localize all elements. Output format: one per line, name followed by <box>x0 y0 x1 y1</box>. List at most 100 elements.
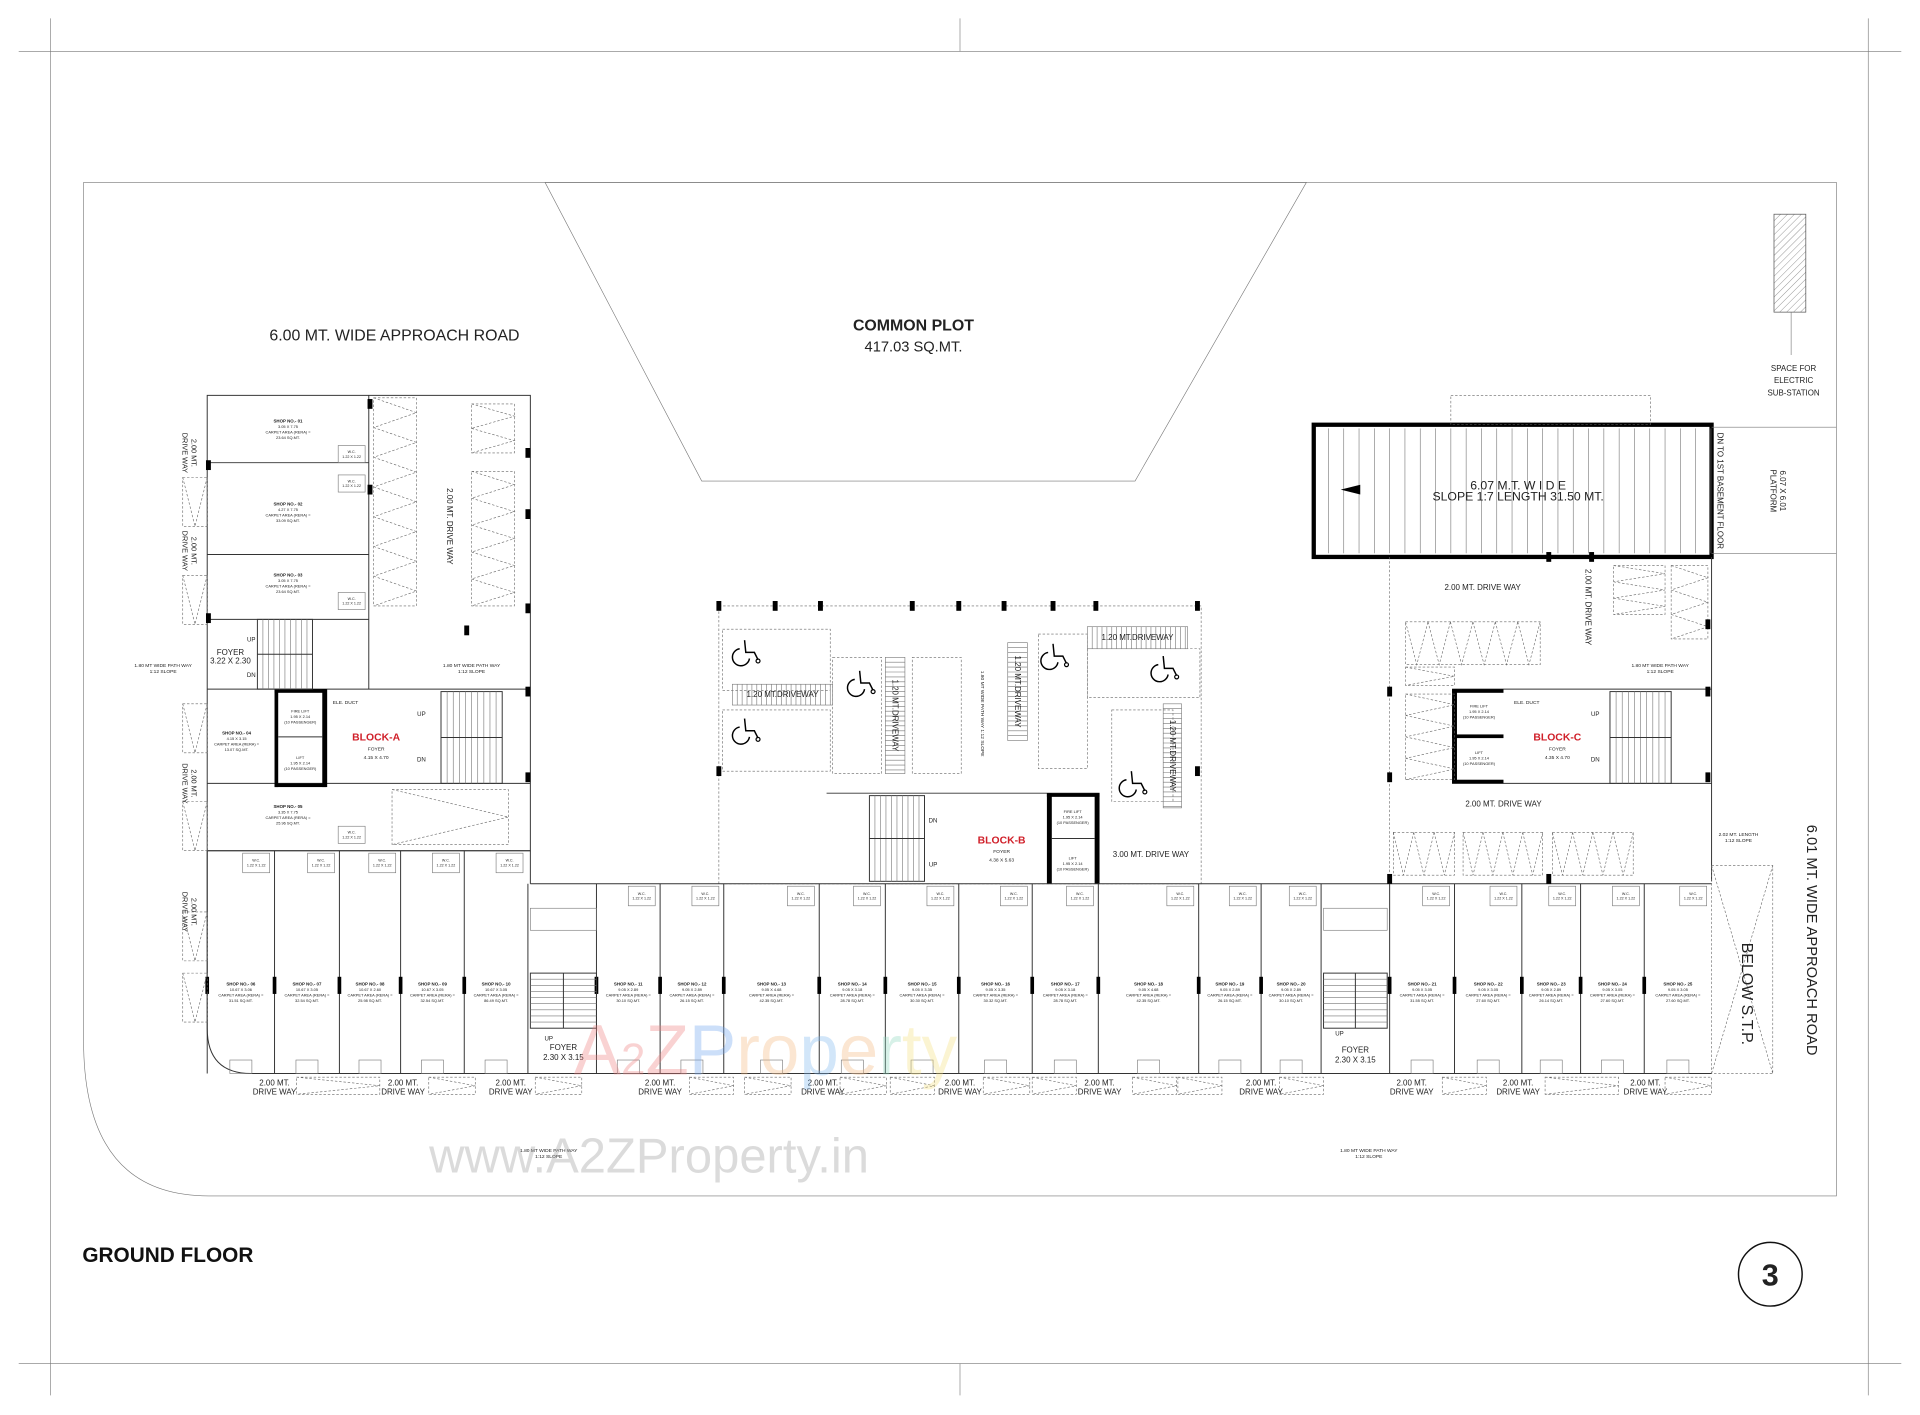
shop-door <box>1218 1059 1242 1074</box>
svg-text:2.00 MT.: 2.00 MT. <box>189 898 198 926</box>
path-way-c-slope: 1:12 SLOPE <box>1647 669 1675 675</box>
shop-number: SHOP NO.- 25 <box>1663 981 1693 986</box>
page-number-circle <box>1737 1241 1803 1307</box>
shop-number: SHOP NO.- 19 <box>1215 981 1245 986</box>
wc-size: 1.22 X 1.22 <box>342 455 361 459</box>
shop-number: SHOP NO.- 01 <box>274 418 304 423</box>
column <box>818 601 823 611</box>
accessible-parking-bay <box>722 628 831 691</box>
column <box>721 976 726 994</box>
path-way-c: 1.80 MT WIDE PATH WAY <box>1631 663 1689 669</box>
wc-size: 1.22 X 1.22 <box>1684 897 1703 901</box>
shop-dimensions: 9.05 X 2.89 <box>1541 987 1561 992</box>
column <box>1546 873 1552 884</box>
wc-room <box>1612 885 1640 907</box>
wc-label: W.C. <box>863 892 871 896</box>
parking-stall-group <box>182 477 208 527</box>
svg-text:DRIVE WAY: DRIVE WAY <box>253 1087 297 1096</box>
wc-room <box>1288 885 1317 907</box>
wc-label: W.C. <box>348 479 356 483</box>
shop-number: SHOP NO.- 04 <box>222 730 252 735</box>
shop-area: 28.78 SQ.MT. <box>840 998 864 1003</box>
shop-number: SHOP NO.- 07 <box>292 981 322 986</box>
column <box>525 772 531 783</box>
shop-door <box>1410 1059 1434 1074</box>
fire-lift-label: (10 PASSENGER) <box>1057 820 1090 825</box>
block-c-label: BLOCK-C <box>1533 733 1581 744</box>
path-way-left-slope: 1:12 SLOPE <box>150 669 178 675</box>
block-b-foyer: FOYER <box>993 849 1010 855</box>
platform <box>1711 426 1837 554</box>
ramp-slope: SLOPE 1:7 LENGTH 31.50 MT. <box>1432 490 1603 504</box>
block-b-foyer-size: 4.38 X 5.63 <box>989 858 1014 864</box>
shop-door <box>760 1059 783 1074</box>
wc-size: 1.22 X 1.22 <box>931 897 950 901</box>
column <box>1546 552 1552 562</box>
wc-room <box>337 592 366 610</box>
shop-area-prefix: CARPET AREA (RERA) = <box>266 429 312 434</box>
svg-text:2.00 MT.: 2.00 MT. <box>645 1079 675 1088</box>
shop-area-prefix: CARPET AREA (RERA) = <box>214 741 260 746</box>
shop-area-prefix: CARPET AREA (RERA) = <box>1269 992 1315 997</box>
common-plot-label: COMMON PLOT <box>853 317 974 334</box>
shop-area: 27.60 SQ.MT. <box>1476 998 1500 1003</box>
svg-text:DRIVE WAY: DRIVE WAY <box>181 531 190 571</box>
page-number: 3 <box>1762 1258 1779 1292</box>
shop-number: SHOP NO.- 12 <box>677 981 707 986</box>
svg-text:DRIVE WAY: DRIVE WAY <box>1078 1087 1122 1096</box>
platform-size: 6.07 X 6.01 <box>1778 471 1787 512</box>
shop-area-prefix: CARPET AREA (RERA) = <box>266 815 312 820</box>
wc-size: 1.22 X 1.22 <box>1293 897 1312 901</box>
lift-label: LIFT <box>1069 855 1078 860</box>
shop-area-prefix: CARPET AREA (RERA) = <box>606 992 652 997</box>
shop-dimensions: 4.15 X 3.15 <box>227 736 248 741</box>
parking-stall-group <box>1544 1076 1619 1095</box>
shop-door <box>984 1059 1007 1074</box>
accessible-parking-bay <box>1086 648 1201 699</box>
wc-room <box>627 885 656 907</box>
wc-label: W.C. <box>1432 892 1440 896</box>
shop-door <box>358 1059 382 1074</box>
parking-stall-group <box>1177 1076 1223 1095</box>
block-b: BLOCK-B FOYER 4.38 X 5.63 3.00 MT. DRIVE… <box>718 605 1202 885</box>
shop-dimensions: 9.05 X 4.68 <box>762 987 782 992</box>
wc-label: W.C. <box>1500 892 1508 896</box>
wc-room <box>242 852 270 874</box>
wc-label: W.C. <box>701 892 709 896</box>
shop-dimensions: 9.05 X 2.89 <box>618 987 638 992</box>
wc-label: W.C. <box>797 892 805 896</box>
column <box>525 603 531 614</box>
parking-stall-group <box>373 397 418 607</box>
stair-direction-label: UP <box>417 711 426 718</box>
column <box>1387 873 1393 884</box>
wheelchair-icon <box>731 718 761 745</box>
lift-label: (10 PASSENGER) <box>1057 866 1090 871</box>
lift-label: 1.95 X 2.14 <box>1469 756 1490 761</box>
